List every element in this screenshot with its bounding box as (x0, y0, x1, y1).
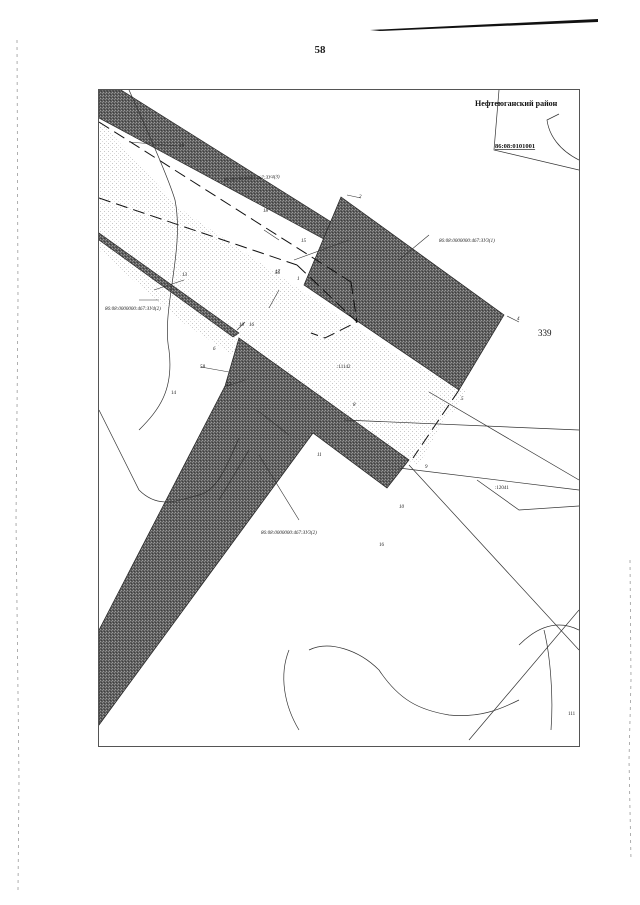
point-label: 6 (213, 347, 216, 352)
area-label-16: 16 (379, 543, 385, 548)
district-label: Нефтеюганский район (475, 99, 558, 108)
point-label: 10 (239, 323, 245, 328)
area-label-14: 14 (171, 391, 177, 396)
point-label: 5 (461, 397, 464, 402)
scan-stroke-top (370, 19, 598, 31)
scan-edge-right (628, 559, 632, 861)
point-label: 13 (182, 273, 188, 278)
map-drawing: Нефтеюганский район 86:08:0101001 339 86… (99, 90, 579, 741)
point-label: 19 (179, 144, 185, 149)
boundary-lines (99, 90, 579, 741)
parcel-label-zu4-3: 86:08:0000000:467:ЗУ4(3) (224, 175, 280, 183)
point-label: 16 (249, 323, 255, 328)
point-label: 57 (226, 383, 232, 388)
area-label-12041: :12041 (495, 486, 509, 491)
area-label-111: 111 (568, 712, 576, 717)
point-label: 58 (200, 365, 206, 370)
cadastral-map: Нефтеюганский район 86:08:0101001 339 86… (98, 89, 580, 747)
point-label: 4 (517, 317, 520, 322)
parcel-label-zu3-1: 86:08:0000000:467:ЗУ3(1) (439, 239, 495, 244)
point-label: 11 (317, 453, 322, 458)
point-label: 56 (275, 271, 281, 276)
zone-number-label: 339 (538, 328, 552, 338)
point-label: 15 (301, 239, 307, 244)
point-label: 18 (263, 209, 269, 214)
page-number: 58 (314, 44, 326, 56)
point-label: 2 (359, 195, 362, 200)
parcel-zu3-2 (99, 337, 410, 726)
point-label: 17 (275, 270, 281, 275)
point-label: 9 (425, 465, 428, 470)
point-labels: 1 2 4 5 6 8 9 10 10 11 13 15 16 17 18 19… (179, 144, 520, 510)
parcel-label-zu3-2: 86:08:0000000:467:ЗУ3(2) (261, 531, 317, 536)
point-label: 8 (353, 403, 356, 408)
parcel-label-zu4-2: 86:08:0000000:467:ЗУ4(2) (105, 307, 161, 312)
area-label-11142: :11142 (337, 365, 351, 370)
scan-edge-left (15, 39, 20, 891)
point-label: 1 (297, 277, 300, 282)
cadastral-block-label: 86:08:0101001 (495, 143, 535, 150)
point-label: 10 (399, 505, 405, 510)
light-corridor (99, 120, 467, 412)
leader-lines (128, 141, 520, 521)
